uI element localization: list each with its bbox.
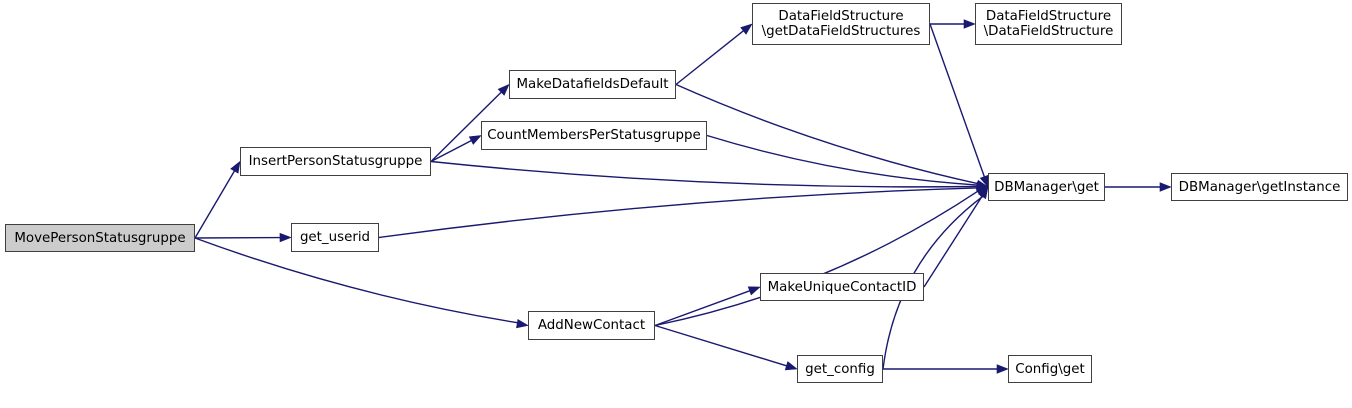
graph-edge-arrowhead <box>963 19 976 29</box>
graph-edge-makeuniquecontactid-to-dbmanager-get <box>923 195 983 288</box>
graph-node-get-config[interactable]: get_config <box>797 355 883 383</box>
graph-edge-insertpersonstatusgruppe-to-countmembersperstatusgruppe <box>430 139 472 163</box>
graph-node-label: DataFieldStructure \DataFieldStructure <box>983 9 1114 39</box>
graph-node-label: MakeDatafieldsDefault <box>516 77 669 92</box>
graph-edge-arrowhead <box>975 179 989 190</box>
graph-node-label: MovePersonStatusgruppe <box>14 230 186 246</box>
graph-edge-arrowhead <box>740 23 753 35</box>
graph-node-countmembersperstatusgruppe[interactable]: CountMembersPerStatusgruppe <box>481 121 707 150</box>
graph-edge-arrowhead <box>516 318 529 329</box>
graph-node-makeuniquecontactid[interactable]: MakeUniqueContactID <box>760 273 924 301</box>
graph-edge-arrowhead <box>975 186 989 198</box>
graph-node-label: get_config <box>805 361 875 377</box>
graph-edge-arrowhead <box>976 182 989 192</box>
graph-node-label: DBManager\getInstance <box>1178 179 1341 195</box>
graph-edge-arrowhead <box>468 135 482 145</box>
graph-edge-arrowhead <box>784 361 798 371</box>
graph-edge-addnewcontact-to-get-config <box>654 324 787 367</box>
graph-node-label: MakeUniqueContactID <box>767 279 917 295</box>
graph-edge-arrowhead <box>279 232 292 243</box>
graph-edge-arrowhead <box>1159 182 1172 192</box>
graph-edge-arrowhead <box>230 160 241 174</box>
graph-edge-arrowhead <box>497 83 510 96</box>
graph-edge-arrowhead <box>996 364 1009 374</box>
graph-edge-makedatafieldsdefault-to-datafieldstructure-getdatafieldstructures <box>675 30 744 86</box>
graph-edge-addnewcontact-to-makeuniquecontactid <box>654 290 750 327</box>
graph-node-label: Config\get <box>1015 361 1085 377</box>
graph-node-label: DBManager\get <box>994 179 1099 195</box>
graph-node-label: CountMembersPerStatusgruppe <box>487 128 701 143</box>
graph-edge-arrowhead <box>976 181 989 191</box>
graph-edge-countmembersperstatusgruppe-to-dbmanager-get <box>706 134 978 186</box>
graph-node-config-get[interactable]: Config\get <box>1008 355 1092 383</box>
graph-node-makedatafieldsdefault[interactable]: MakeDatafieldsDefault <box>509 70 676 99</box>
graph-edge-arrowhead <box>747 286 761 296</box>
graph-node-label: DataFieldStructure \getDataFieldStructur… <box>761 9 921 39</box>
graph-edge-arrowhead <box>977 186 989 200</box>
graph-edge-addnewcontact-to-dbmanager-get <box>654 190 979 327</box>
graph-node-dbmanager-get[interactable]: DBManager\get <box>988 173 1105 201</box>
graph-edge-datafieldstructure-getdatafieldstructures-to-dbmanager-get <box>929 23 985 177</box>
graph-edge-insertpersonstatusgruppe-to-dbmanager-get <box>430 160 978 188</box>
graph-edge-get-userid-to-dbmanager-get <box>378 187 978 239</box>
graph-node-dbmanager-getinstance[interactable]: DBManager\getInstance <box>1171 173 1348 201</box>
graph-node-datafieldstructure-datafieldstructure[interactable]: DataFieldStructure \DataFieldStructure <box>975 3 1122 45</box>
graph-edge-arrowhead <box>976 182 989 193</box>
graph-node-insertpersonstatusgruppe[interactable]: InsertPersonStatusgruppe <box>240 147 431 176</box>
graph-node-addnewcontact[interactable]: AddNewContact <box>528 311 655 340</box>
graph-edge-arrowhead <box>976 186 989 198</box>
graph-node-get-userid[interactable]: get_userid <box>291 223 379 252</box>
graph-node-label: InsertPersonStatusgruppe <box>248 154 423 169</box>
graph-node-label: AddNewContact <box>537 318 646 333</box>
graph-edge-makedatafieldsdefault-to-dbmanager-get <box>675 83 978 185</box>
graph-node-datafieldstructure-getdatafieldstructures[interactable]: DataFieldStructure \getDataFieldStructur… <box>752 3 930 45</box>
graph-node-movepersonstatusgruppe[interactable]: MovePersonStatusgruppe <box>5 224 195 252</box>
graph-edge-movepersonstatusgruppe-to-insertpersonstatusgruppe <box>194 170 236 239</box>
graph-node-label: get_userid <box>299 230 371 245</box>
